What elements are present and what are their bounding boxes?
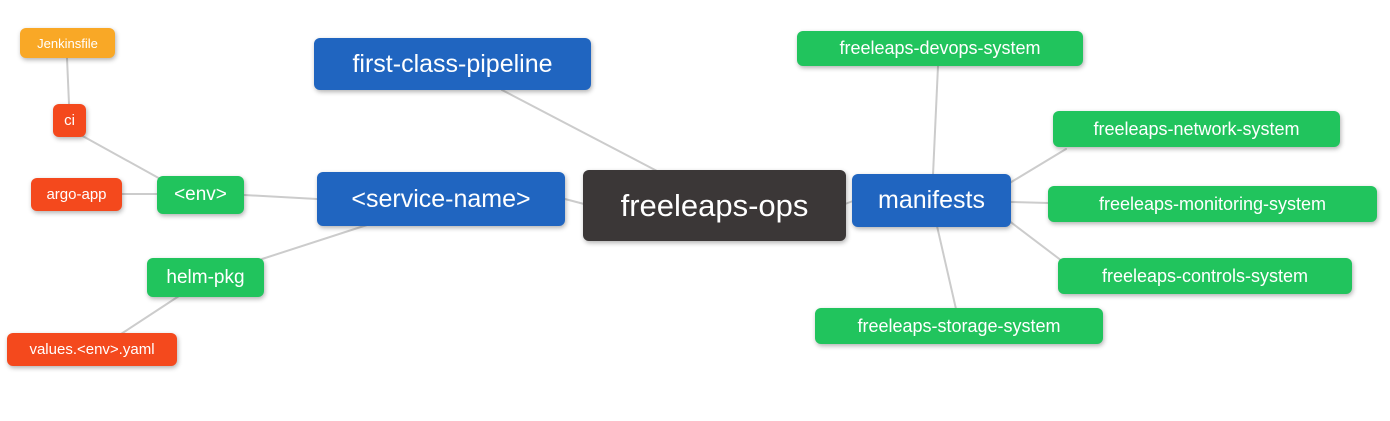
- node-env[interactable]: <env>: [157, 176, 244, 214]
- node-freeleaps-devops-system[interactable]: freeleaps-devops-system: [797, 31, 1083, 66]
- edge-pipeline-root: [501, 89, 658, 172]
- edge-servicename-helmpkg: [261, 224, 368, 260]
- edge-manifests-devops: [932, 65, 939, 176]
- edge-ci-env: [78, 133, 165, 182]
- edge-servicename-root: [564, 198, 585, 205]
- node-helm-pkg[interactable]: helm-pkg: [147, 258, 264, 297]
- node-argo-app[interactable]: argo-app: [31, 178, 122, 211]
- node-service-name[interactable]: <service-name>: [317, 172, 565, 226]
- node-ci[interactable]: ci: [53, 104, 86, 137]
- node-manifests[interactable]: manifests: [852, 174, 1011, 227]
- node-freeleaps-storage-system[interactable]: freeleaps-storage-system: [815, 308, 1103, 344]
- edge-helmpkg-values: [120, 295, 180, 335]
- edge-manifests-storage: [936, 225, 957, 310]
- edge-manifests-network: [1007, 148, 1067, 185]
- node-freeleaps-network-system[interactable]: freeleaps-network-system: [1053, 111, 1340, 147]
- node-freeleaps-ops-root[interactable]: freeleaps-ops: [583, 170, 846, 241]
- edge-manifests-controls: [1007, 219, 1063, 262]
- edge-manifests-monitoring: [1009, 201, 1050, 204]
- node-values-env-yaml[interactable]: values.<env>.yaml: [7, 333, 177, 366]
- node-freeleaps-controls-system[interactable]: freeleaps-controls-system: [1058, 258, 1352, 294]
- node-jenkinsfile[interactable]: Jenkinsfile: [20, 28, 115, 58]
- node-first-class-pipeline[interactable]: first-class-pipeline: [314, 38, 591, 90]
- node-freeleaps-monitoring-system[interactable]: freeleaps-monitoring-system: [1048, 186, 1377, 222]
- edge-env-servicename: [243, 194, 318, 200]
- edge-jenkinsfile-ci: [66, 57, 70, 105]
